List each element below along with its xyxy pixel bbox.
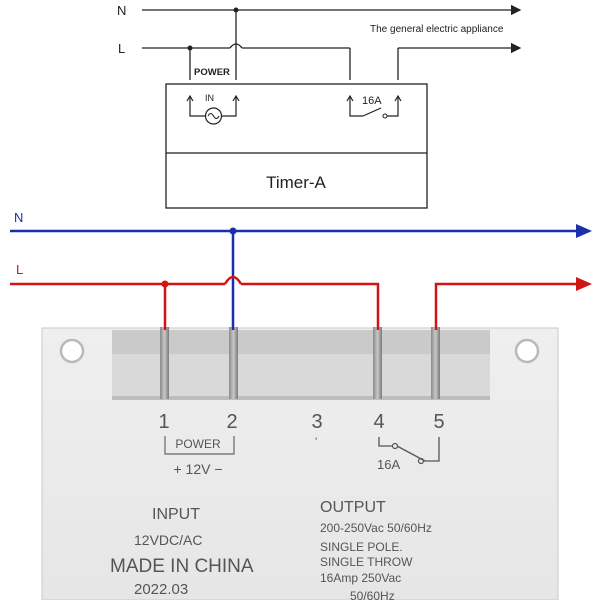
top-l-label: L — [118, 41, 125, 56]
terminal-3-mark: ' — [315, 435, 317, 449]
bottom-n-label: N — [14, 210, 23, 225]
output-line-5: 50/60Hz — [350, 589, 395, 600]
made-in-label: MADE IN CHINA — [110, 556, 254, 577]
bottom-wiring: N L — [14, 210, 23, 277]
l-wire-hop — [223, 275, 243, 285]
pin-5 — [431, 327, 440, 399]
l-wire-b — [241, 282, 380, 330]
mount-hole-left — [59, 338, 85, 364]
date-code: 2022.03 — [134, 581, 188, 598]
bottom-l-label: L — [16, 262, 23, 277]
top-n-label: N — [117, 3, 126, 18]
output-line-1: 200-250Vac 50/60Hz — [320, 521, 432, 535]
relay-contact-icon: 16A — [346, 94, 402, 119]
n-wire-arrow — [576, 224, 592, 238]
input-title: INPUT — [152, 506, 200, 523]
voltage-label: + 12V − — [173, 461, 222, 477]
pin-1 — [160, 327, 169, 399]
timer-device: 1 2 3 4 5 POWER + 12V − ' 16A INPUT 12VD… — [41, 327, 559, 603]
input-spec: 12VDC/AC — [134, 532, 202, 548]
terminal-recess-edge — [112, 396, 490, 400]
appliance-label: The general electric appliance — [370, 24, 504, 35]
l-wire-arrow — [576, 277, 592, 291]
terminal-4: 4 — [373, 411, 384, 433]
terminal-5: 5 — [433, 411, 444, 433]
terminal-2: 2 — [226, 411, 237, 433]
ac-input-icon: IN — [186, 93, 240, 125]
in-label: IN — [205, 93, 214, 103]
device-relay-rating: 16A — [377, 457, 400, 472]
pin-2 — [229, 327, 238, 399]
terminal-3: 3 — [311, 411, 322, 433]
mount-hole-right — [514, 338, 540, 364]
top-schematic: N L The general electric appliance POWER… — [117, 3, 522, 209]
power-bracket-label: POWER — [175, 437, 221, 451]
power-bracket — [164, 436, 235, 455]
device-relay-icon: 16A — [377, 437, 440, 472]
timer-label: Timer-A — [266, 173, 326, 192]
colored-wires — [10, 224, 592, 330]
output-wire — [434, 282, 578, 330]
output-title: OUTPUT — [320, 499, 386, 516]
output-line-4: 16Amp 250Vac — [320, 571, 401, 585]
output-line-2: SINGLE POLE. — [320, 540, 403, 554]
pin-4 — [373, 327, 382, 399]
top-relay-rating: 16A — [362, 95, 382, 107]
output-line-3: SINGLE THROW — [320, 555, 413, 569]
terminal-1: 1 — [158, 411, 169, 433]
terminal-recess-shade — [112, 330, 490, 354]
top-power-label: POWER — [194, 67, 230, 78]
timer-box — [165, 83, 428, 209]
